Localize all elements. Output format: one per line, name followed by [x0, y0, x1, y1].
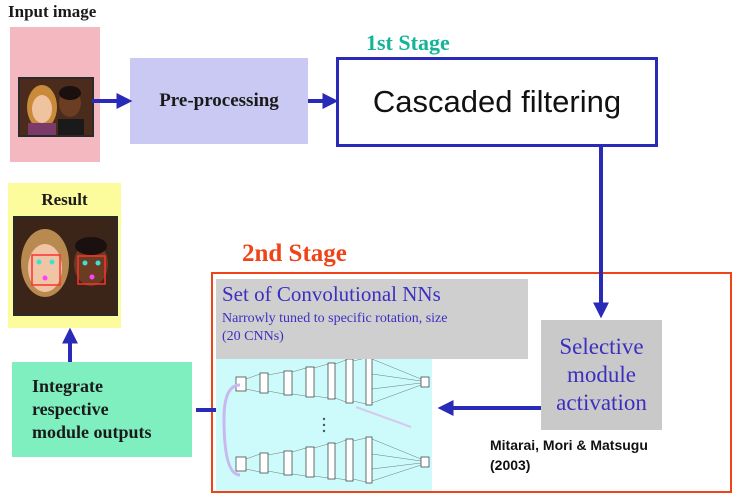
result-face-photo-icon	[13, 216, 118, 316]
stage2-frame	[211, 272, 732, 493]
cnn-title: Set of Convolutional NNs	[222, 282, 441, 306]
integrate-line-3: module outputs	[32, 422, 152, 442]
citation-authors: Mitarai, Mori & Matsugu	[490, 437, 648, 453]
input-face-photo-graphic	[20, 79, 92, 135]
integrate-line-1: Integrate	[32, 376, 103, 396]
cnn-header-box	[216, 279, 528, 359]
preprocessing-label: Pre-processing	[159, 90, 279, 111]
selective-module-activation-box: Selective module activation	[541, 320, 662, 430]
input-image-title: Input image	[8, 2, 97, 21]
stage1-label: 1st Stage	[366, 30, 450, 55]
preprocessing-box: Pre-processing	[130, 58, 308, 144]
citation-year: (2003)	[490, 457, 531, 473]
cnn-network-diagram-icon	[222, 356, 430, 484]
selective-line-2: module	[567, 362, 636, 387]
selective-line-1: Selective	[559, 334, 644, 359]
result-face-photo-graphic	[15, 218, 116, 314]
result-title: Result	[41, 190, 88, 209]
selective-line-3: activation	[556, 390, 647, 415]
cnn-subtitle-line-2: (20 CNNs)	[222, 329, 284, 344]
integrate-line-2: respective	[32, 399, 109, 419]
integrate-outputs-box: Integrate respective module outputs	[12, 362, 192, 457]
cascaded-filtering-label: Cascaded filtering	[372, 84, 622, 119]
cascaded-filtering-box: Cascaded filtering	[336, 57, 658, 147]
cnn-subtitle-line-1: Narrowly tuned to specific rotation, siz…	[222, 311, 448, 326]
stage2-label: 2nd Stage	[242, 240, 347, 267]
input-face-photo-icon	[18, 77, 94, 137]
